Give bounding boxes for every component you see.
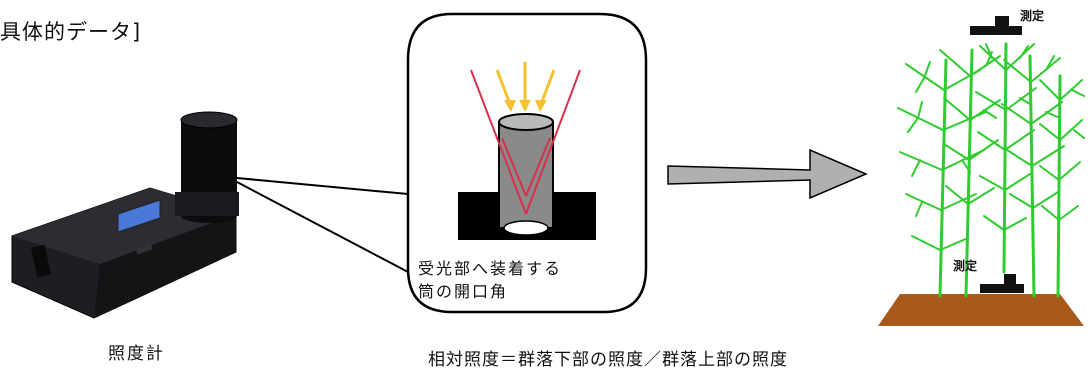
meter-display [117,199,161,233]
aperture-callout [406,12,648,314]
measure-label-top: 測定 [1020,9,1045,23]
flow-arrow [667,148,868,200]
callout-line-2: 筒の開口角 [418,282,509,301]
soil [878,294,1084,326]
light-meter-caption: 照度計 [108,344,165,364]
sensor-bottom [980,274,1024,293]
callout-line-1: 受光部へ装着する [418,259,563,278]
light-rays [495,62,556,105]
sensor-top [970,16,1022,35]
opening-angle-lines [470,69,581,215]
relative-illuminance-formula: 相対照度＝群落下部の照度／群落上部の照度 [428,350,788,370]
light-meter-illustration [11,111,239,319]
measure-label-bottom: 測定 [953,259,978,273]
plant-canopy [878,16,1085,326]
callout-caption: 受光部へ装着する 筒の開口角 [418,257,562,303]
section-heading: 具体的データ] [0,20,142,44]
